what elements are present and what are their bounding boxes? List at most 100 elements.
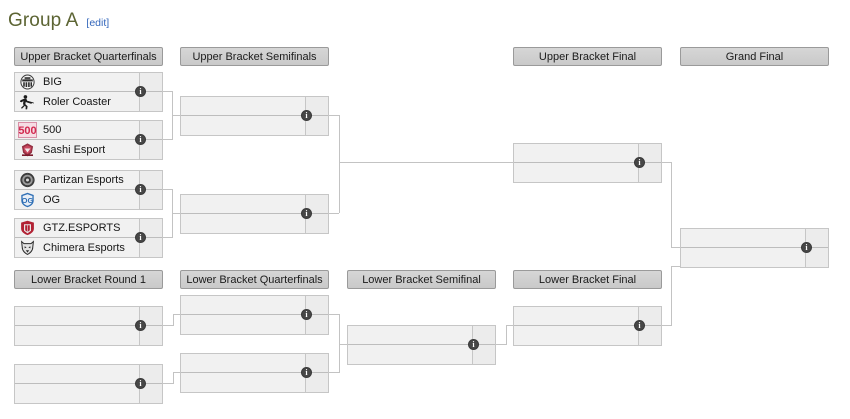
match-teams: BIG Roler Coaster — [15, 73, 139, 111]
score-cell — [306, 296, 328, 315]
match-info-icon[interactable]: i — [634, 157, 645, 168]
connector-line — [339, 344, 340, 373]
match-ubf[interactable] — [513, 143, 662, 183]
round-header-lower-3[interactable]: Lower Bracket Final — [513, 270, 662, 289]
connector-line — [662, 325, 671, 326]
match-lbr1m2[interactable] — [14, 364, 163, 404]
team-row[interactable]: GTZ.ESPORTS — [15, 219, 139, 238]
team-logo-placeholder-icon — [684, 249, 703, 266]
connector-line — [173, 372, 174, 384]
match-lbsf[interactable] — [347, 325, 496, 365]
team-row[interactable]: Sashi Esport — [15, 140, 139, 159]
match-info-icon[interactable]: i — [468, 339, 479, 350]
connector-line — [163, 325, 173, 326]
team-row[interactable]: Roler Coaster — [15, 92, 139, 111]
match-teams: GTZ.ESPORTS Chimera Esports — [15, 219, 139, 257]
connector-line — [172, 189, 173, 214]
team-row[interactable] — [15, 384, 139, 403]
round-header-upper-3[interactable]: Grand Final — [680, 47, 829, 66]
team-row[interactable] — [15, 326, 139, 345]
team-name: Chimera Esports — [43, 241, 125, 254]
team-logo-placeholder-icon — [517, 164, 536, 181]
connector-line — [662, 162, 671, 163]
team-row[interactable] — [514, 307, 638, 326]
match-info-icon[interactable]: i — [135, 378, 146, 389]
team-logo-placeholder-icon — [351, 346, 370, 363]
gtz-logo — [18, 220, 37, 237]
team-row[interactable] — [514, 326, 638, 345]
team-name: Roler Coaster — [43, 95, 111, 108]
round-header-upper-0[interactable]: Upper Bracket Quarterfinals — [14, 47, 163, 66]
team-logo-placeholder-icon — [517, 145, 536, 162]
team-row[interactable] — [681, 248, 805, 267]
round-header-upper-1[interactable]: Upper Bracket Semifinals — [180, 47, 329, 66]
edit-section-link[interactable]: [edit] — [86, 17, 110, 29]
round-header-lower-2[interactable]: Lower Bracket Semifinal — [347, 270, 496, 289]
connector-line — [506, 325, 513, 326]
og-logo: OG — [18, 191, 37, 208]
score-cell — [140, 73, 162, 92]
team-row[interactable] — [15, 365, 139, 384]
team-row[interactable] — [681, 229, 805, 248]
match-gf[interactable] — [680, 228, 829, 268]
team-row[interactable] — [181, 195, 305, 214]
score-cell — [639, 307, 661, 326]
score-cell — [806, 229, 828, 248]
score-cell — [140, 121, 162, 140]
team-row[interactable] — [181, 97, 305, 116]
match-teams — [681, 229, 805, 267]
connector-line — [173, 314, 180, 315]
team-name: Partizan Esports — [43, 174, 124, 186]
match-info-icon[interactable]: i — [301, 367, 312, 378]
team-row[interactable] — [348, 345, 472, 364]
match-ubqf4[interactable]: GTZ.ESPORTS Chimera Esports — [14, 218, 163, 258]
match-teams — [514, 307, 638, 345]
team-row[interactable] — [514, 163, 638, 182]
score-cell — [140, 365, 162, 384]
round-header-lower-1[interactable]: Lower Bracket Quarterfinals — [180, 270, 329, 289]
team-row[interactable] — [181, 214, 305, 233]
team-row[interactable]: Partizan Esports — [15, 171, 139, 190]
match-info-icon[interactable]: i — [301, 309, 312, 320]
score-cell — [306, 354, 328, 373]
round-header-lower-0[interactable]: Lower Bracket Round 1 — [14, 270, 163, 289]
round-header-label: Lower Bracket Round 1 — [31, 274, 146, 286]
match-info-icon[interactable]: i — [135, 320, 146, 331]
match-info-icon[interactable]: i — [801, 242, 812, 253]
team-row[interactable] — [181, 116, 305, 135]
svg-text:500: 500 — [18, 125, 36, 137]
match-lbf[interactable] — [513, 306, 662, 346]
connector-line — [173, 314, 174, 326]
team-row[interactable] — [181, 315, 305, 334]
match-ubqf1[interactable]: BIG Roler Coaster — [14, 72, 163, 112]
match-info-icon[interactable]: i — [301, 110, 312, 121]
match-ubsf1[interactable] — [180, 96, 329, 136]
chimera-logo — [18, 239, 37, 256]
team-row[interactable] — [181, 373, 305, 392]
team-row[interactable] — [181, 296, 305, 315]
team-row[interactable]: BIG — [15, 73, 139, 92]
match-info-icon[interactable]: i — [135, 184, 146, 195]
team-name: Sashi Esport — [43, 143, 106, 156]
team-row[interactable] — [348, 326, 472, 345]
match-info-icon[interactable]: i — [634, 320, 645, 331]
team-row[interactable] — [514, 144, 638, 163]
score-cell — [639, 144, 661, 163]
team-row[interactable] — [181, 354, 305, 373]
team-row[interactable] — [15, 307, 139, 326]
sashi-logo — [18, 141, 37, 158]
match-info-icon[interactable]: i — [135, 134, 146, 145]
connector-line — [671, 266, 672, 326]
match-info-icon[interactable]: i — [135, 86, 146, 97]
match-info-icon[interactable]: i — [135, 232, 146, 243]
connector-line — [506, 325, 507, 345]
match-info-icon[interactable]: i — [301, 208, 312, 219]
score-cell — [473, 326, 495, 345]
round-header-upper-2[interactable]: Upper Bracket Final — [513, 47, 662, 66]
team-row[interactable]: Chimera Esports — [15, 238, 139, 257]
